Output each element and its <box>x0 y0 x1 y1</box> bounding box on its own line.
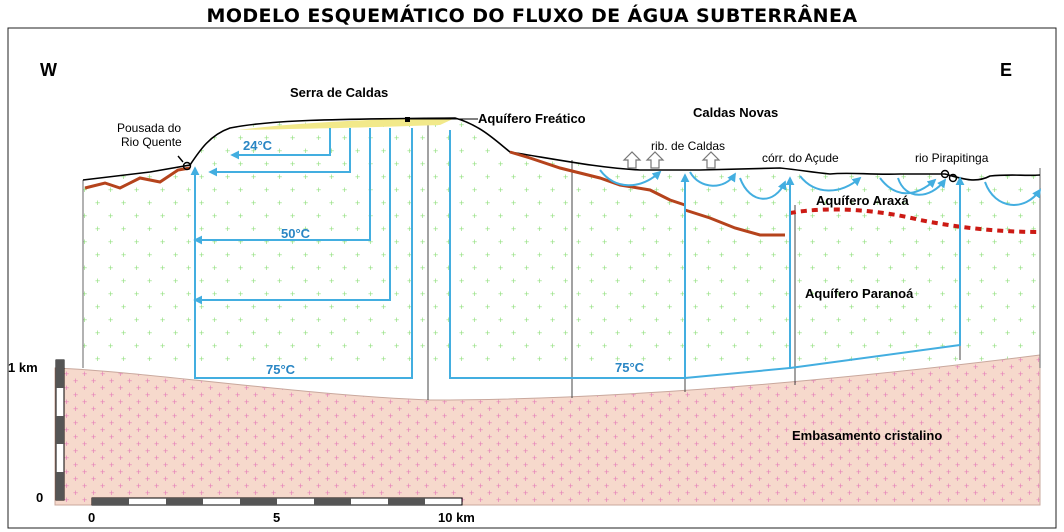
label-rio-pirapitinga: rio Pirapitinga <box>915 151 989 165</box>
label-temp-75-left: 75°C <box>266 362 296 377</box>
vertical-scale-bottom: 0 <box>36 490 43 505</box>
horizontal-scale-bar <box>91 497 463 506</box>
label-pousada-line1: Pousada do <box>117 121 181 135</box>
spring-markers <box>177 155 958 183</box>
flow-lines-west <box>190 128 965 379</box>
horizontal-scale-zero: 0 <box>88 510 95 525</box>
freatico-lens <box>238 118 455 130</box>
paranoa-body <box>83 118 1040 368</box>
label-temp-50: 50°C <box>281 226 311 241</box>
vertical-scale-top: 1 km <box>8 360 38 375</box>
horizontal-scale-ten: 10 km <box>438 510 475 525</box>
label-temp-24: 24°C <box>243 138 273 153</box>
label-corr-acude: córr. do Açude <box>762 151 839 165</box>
label-temp-75-right: 75°C <box>615 360 645 375</box>
outflow-arrows <box>622 151 721 169</box>
label-aquifero-freatico: Aquífero Freático <box>478 111 586 126</box>
local-flow-cells <box>599 169 1042 206</box>
label-aquifero-araxa: Aquífero Araxá <box>816 193 909 208</box>
east-label: E <box>1000 60 1013 80</box>
basement-pattern <box>54 354 1041 506</box>
label-serra-de-caldas: Serra de Caldas <box>290 85 388 100</box>
vertical-scale-bar <box>55 359 65 501</box>
west-label: W <box>40 60 57 80</box>
fault-lines <box>84 150 785 237</box>
freatico-marker <box>405 117 410 122</box>
horizontal-scale-five: 5 <box>273 510 280 525</box>
label-rib-caldas: rib. de Caldas <box>651 139 725 153</box>
label-aquifero-paranoa: Aquífero Paranoá <box>805 286 914 301</box>
diagram-title: MODELO ESQUEMÁTICO DO FLUXO DE ÁGUA SUBT… <box>206 5 858 27</box>
araxa-contact <box>789 207 1041 234</box>
label-embasamento: Embasamento cristalino <box>792 428 942 443</box>
label-pousada-line2: Rio Quente <box>121 135 182 149</box>
outer-border <box>7 27 1057 529</box>
label-caldas-novas: Caldas Novas <box>693 105 778 120</box>
